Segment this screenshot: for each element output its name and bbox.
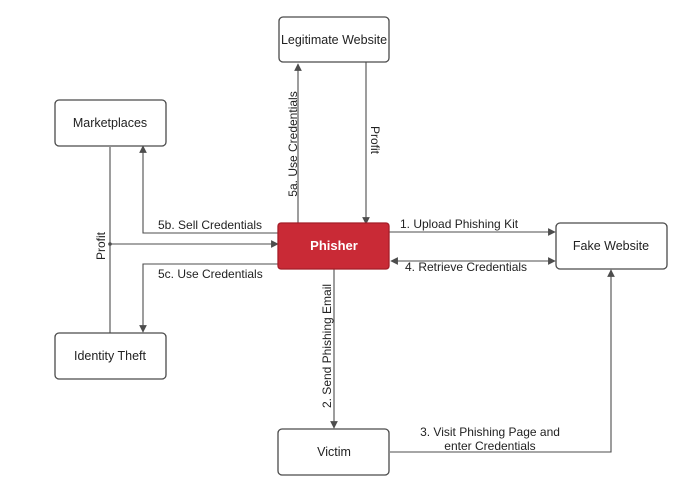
node-label-phisher: Phisher xyxy=(310,238,358,253)
edge-label-profit-left: Profit xyxy=(94,231,108,260)
node-identity-theft: Identity Theft xyxy=(54,332,167,380)
node-victim: Victim xyxy=(277,428,390,476)
node-legitimate-website: Legitimate Website xyxy=(278,16,390,63)
node-marketplaces: Marketplaces xyxy=(54,99,167,147)
edge-label-sell-credentials: 5b. Sell Credentials xyxy=(158,218,262,232)
edge-label-use-credentials-5c: 5c. Use Credentials xyxy=(158,267,263,281)
edge-visit-phishing-page xyxy=(390,269,615,453)
node-label-identity-theft: Identity Theft xyxy=(74,349,147,363)
edge-label-use-credentials-5a: 5a. Use Credentials xyxy=(286,91,300,196)
node-label-marketplaces: Marketplaces xyxy=(73,116,147,130)
edge-use-credentials-5c xyxy=(139,263,278,333)
edge-label-send-phishing-email: 2. Send Phishing Email xyxy=(320,284,334,408)
node-label-fake-website: Fake Website xyxy=(573,239,649,253)
edge-profit-junction xyxy=(108,242,112,246)
node-label-victim: Victim xyxy=(317,445,351,459)
edge-sell-credentials xyxy=(139,145,278,234)
edge-label-upload-phishing-kit: 1. Upload Phishing Kit xyxy=(400,217,519,231)
edge-label-visit-phishing-page-line2: enter Credentials xyxy=(444,439,535,453)
node-fake-website: Fake Website xyxy=(555,222,668,270)
node-phisher: Phisher xyxy=(277,222,390,270)
edge-label-profit-legitimate: Profit xyxy=(368,126,382,155)
edge-label-visit-phishing-page-line1: 3. Visit Phishing Page and xyxy=(420,425,560,439)
node-label-legitimate-website: Legitimate Website xyxy=(281,33,387,47)
edge-label-retrieve-credentials: 4. Retrieve Credentials xyxy=(405,260,527,274)
